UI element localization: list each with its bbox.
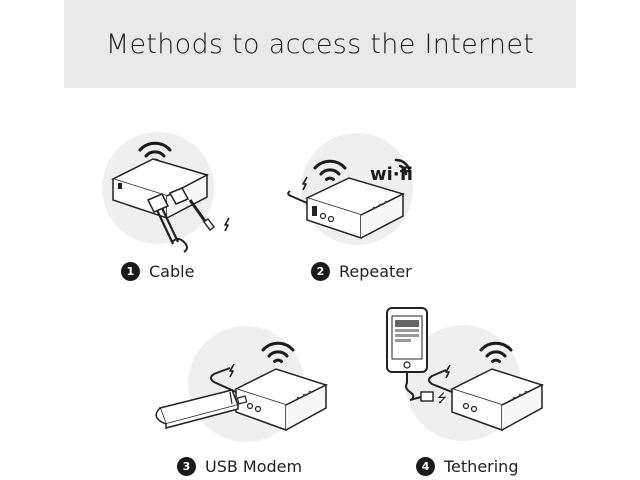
step-badge: 1 — [121, 262, 140, 281]
method-repeater-illustration: wi·fi — [287, 133, 413, 245]
smartphone-icon — [386, 307, 428, 401]
usb-icon: ⭍ — [409, 391, 447, 405]
method-tethering-illustration: ⭍ — [386, 307, 544, 441]
method-name: Cable — [149, 262, 195, 281]
method-label-tethering: 4 Tethering — [416, 457, 518, 476]
step-badge: 3 — [177, 457, 196, 476]
method-label-cable: 1 Cable — [121, 262, 194, 281]
method-name: Repeater — [339, 262, 412, 281]
ethernet-cable-icon — [146, 187, 215, 253]
step-badge: 2 — [311, 262, 330, 281]
method-usb-modem-illustration — [155, 326, 328, 442]
method-label-usb-modem: 3 USB Modem — [177, 457, 302, 476]
method-name: Tethering — [444, 457, 519, 476]
method-label-repeater: 2 Repeater — [311, 262, 412, 281]
usb-modem-icon — [155, 389, 248, 429]
wifi-logo: wi·fi — [370, 158, 413, 185]
page-title: Methods to access the Internet — [105, 28, 535, 60]
method-name: USB Modem — [205, 457, 303, 476]
method-cable-illustration — [102, 132, 230, 253]
svg-text:⭍: ⭍ — [437, 391, 447, 405]
svg-text:wi·fi: wi·fi — [370, 164, 413, 185]
step-badge: 4 — [416, 457, 435, 476]
lightning-icon — [224, 217, 230, 232]
title-banner: Methods to access the Internet — [64, 0, 576, 88]
